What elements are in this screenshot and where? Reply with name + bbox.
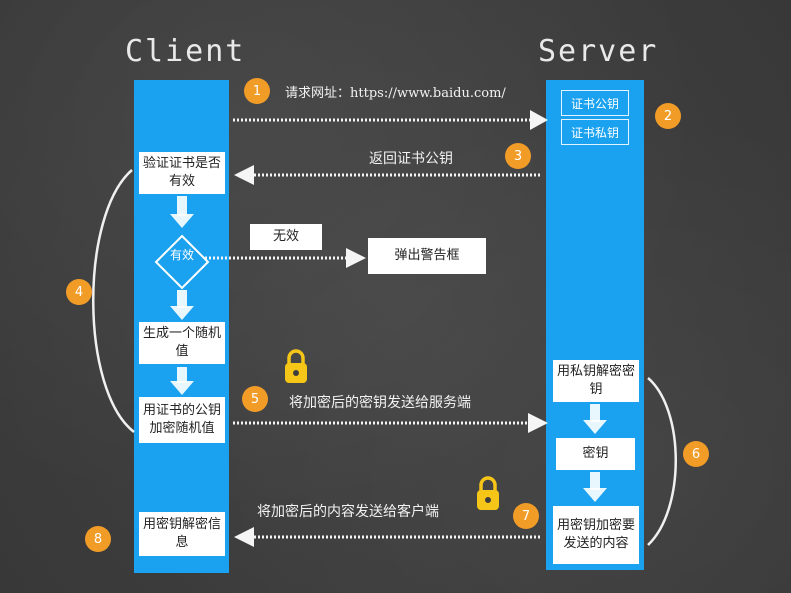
generate-random-box: 生成一个随机值 bbox=[139, 322, 225, 364]
valid-decision-label: 有效 bbox=[169, 248, 194, 262]
server-title: Server bbox=[538, 34, 659, 69]
step5-label: 将加密后的密钥发送给服务端 bbox=[289, 395, 471, 411]
key-box: 密钥 bbox=[556, 438, 635, 470]
decrypt-info-box: 用密钥解密信息 bbox=[139, 512, 225, 556]
decrypt-key-box: 用私钥解密密钥 bbox=[553, 360, 639, 402]
step2-badge: 2 bbox=[655, 103, 681, 129]
verify-certificate-box: 验证证书是否有效 bbox=[139, 152, 225, 194]
step3-badge: 3 bbox=[505, 143, 531, 169]
step4-badge: 4 bbox=[66, 279, 92, 305]
client-title: Client bbox=[125, 34, 246, 69]
encrypt-content-box: 用密钥加密要发送的内容 bbox=[553, 506, 639, 564]
server-private-key: 证书私钥 bbox=[561, 119, 629, 145]
encrypt-random-box: 用证书的公钥加密随机值 bbox=[139, 397, 225, 443]
step6-badge: 6 bbox=[683, 441, 709, 467]
step1-badge: 1 bbox=[244, 78, 270, 104]
step1-label: 请求网址：https://www.baidu.com/ bbox=[285, 86, 506, 101]
step8-badge: 8 bbox=[85, 526, 111, 552]
step5-badge: 5 bbox=[242, 386, 268, 412]
lock-icon bbox=[285, 349, 307, 383]
step7-badge: 7 bbox=[513, 503, 539, 529]
lock-icon bbox=[477, 476, 499, 510]
step7-label: 将加密后的内容发送给客户端 bbox=[257, 504, 439, 520]
step3-label: 返回证书公钥 bbox=[369, 151, 453, 167]
alert-box: 弹出警告框 bbox=[368, 238, 486, 274]
server-public-key: 证书公钥 bbox=[561, 90, 629, 116]
invalid-label-box: 无效 bbox=[250, 224, 322, 250]
